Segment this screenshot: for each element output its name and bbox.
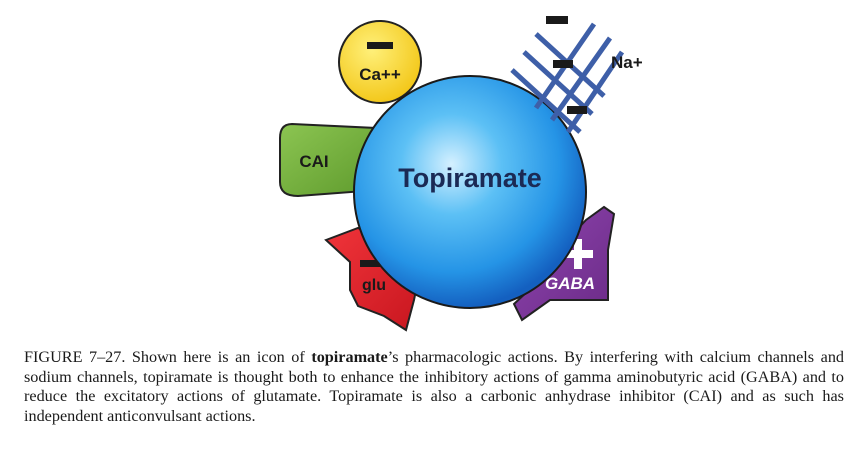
calcium-minus-icon [367,42,393,49]
sodium-channel: Na+ [510,16,643,134]
topiramate-circle [353,75,587,309]
cai-shape [279,122,380,198]
glutamate-label: glu [362,277,386,294]
calcium-channel-circle [338,20,422,104]
calcium-channel: Ca++ [338,20,422,104]
topiramate-diagram: Ca++ CAI glu GABA Topiramate [279,16,643,332]
caption-body: ’s pharmacologic actions. By interfering… [24,348,845,425]
sodium-grid-line [549,36,613,122]
cai-block: CAI [279,122,380,198]
glutamate-minus-icon [360,260,382,267]
calcium-label: Ca++ [359,65,401,84]
cai-label: CAI [299,152,328,171]
sodium-minus-icon [553,60,573,68]
caption-drug-name: topiramate [311,348,388,366]
sodium-grid-line [522,50,594,116]
gaba-plus-icon-v [574,239,582,269]
gaba-receptor: GABA [512,205,616,322]
figure-caption: FIGURE 7–27. Shown here is an icon of to… [24,348,844,426]
sodium-grid-line [565,50,625,134]
topiramate-label: Topiramate [398,163,542,193]
gaba-label: GABA [545,274,595,293]
caption-prefix: FIGURE 7–27. Shown here is an icon of [24,348,312,366]
sodium-minus-icon [546,16,568,24]
sodium-minus-icon [567,106,587,114]
topiramate-sphere: Topiramate [353,75,587,309]
sodium-grid-line [510,68,582,134]
sodium-label: Na+ [611,53,643,72]
